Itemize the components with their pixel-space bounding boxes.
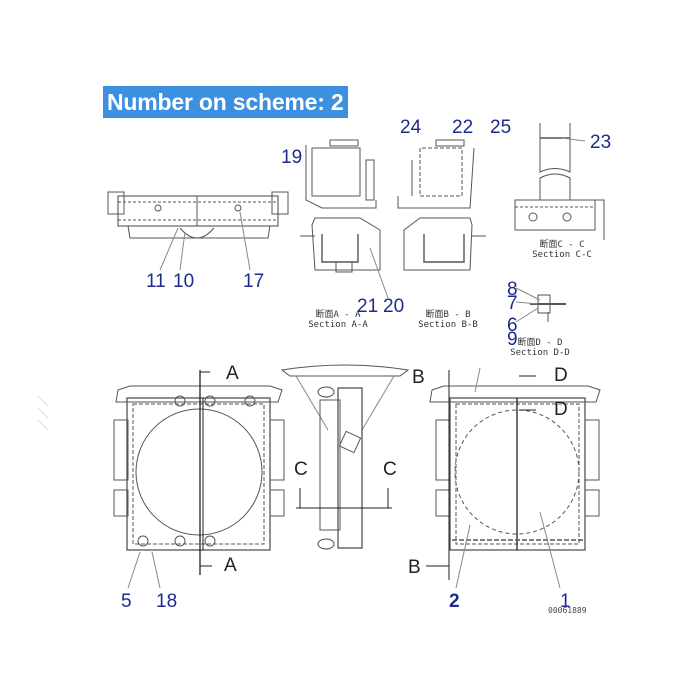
callout-7: 7 xyxy=(507,293,518,314)
marker-a-top: A xyxy=(226,363,239,384)
section-bb-jp: 断面B - B xyxy=(425,310,471,320)
section-aa-bb-drawings xyxy=(300,217,486,299)
section-dd-caption: 断面D - D Section D-D xyxy=(508,338,572,358)
callout-19: 19 xyxy=(281,147,303,168)
front-view-right xyxy=(426,367,601,589)
section-aa-en: Section A-A xyxy=(308,320,368,330)
section-aa-jp: 断面A - A xyxy=(315,310,361,320)
marker-b-bottom: B xyxy=(408,557,421,578)
marker-c-right: C xyxy=(383,459,397,480)
callout-21: 21 xyxy=(357,296,379,317)
callout-6: 6 xyxy=(507,315,518,336)
callout-22: 22 xyxy=(452,117,474,138)
callout-17: 17 xyxy=(243,271,265,292)
callout-9: 9 xyxy=(507,329,518,350)
upper-section-details xyxy=(305,139,475,209)
drawing-code: 00061889 xyxy=(548,606,587,615)
section-cc-en: Section C-C xyxy=(532,250,592,260)
callout-5: 5 xyxy=(121,591,132,612)
callout-25: 25 xyxy=(490,117,512,138)
callout-20: 20 xyxy=(383,296,405,317)
top-view-drawing xyxy=(107,191,289,271)
section-cc-drawing xyxy=(514,123,605,240)
callout-10: 10 xyxy=(173,271,195,292)
callout-8: 8 xyxy=(507,279,518,300)
section-bb-caption: 断面B - B Section B-B xyxy=(418,310,478,330)
section-cc-caption: 断面C - C Section C-C xyxy=(530,240,594,260)
section-dd-en: Section D-D xyxy=(510,348,570,358)
callout-24: 24 xyxy=(400,117,422,138)
callout-23: 23 xyxy=(590,132,612,153)
scheme-number-banner: Number on scheme: 2 xyxy=(103,86,348,118)
side-view-center xyxy=(280,364,410,550)
marker-a-bottom: A xyxy=(224,555,237,576)
marker-d-mid: D xyxy=(554,399,568,420)
callout-2: 2 xyxy=(449,591,460,612)
section-cc-jp: 断面C - C xyxy=(539,240,585,250)
section-aa-caption: 断面A - A Section A-A xyxy=(308,310,368,330)
marker-b-top: B xyxy=(412,367,425,388)
front-view-left xyxy=(113,370,285,589)
faint-edge-marks xyxy=(37,395,49,431)
callout-18: 18 xyxy=(156,591,178,612)
section-bb-en: Section B-B xyxy=(418,320,478,330)
marker-d-top: D xyxy=(554,365,568,386)
section-dd-jp: 断面D - D xyxy=(517,338,563,348)
section-dd-drawing xyxy=(515,287,566,323)
callout-1: 1 xyxy=(560,591,571,612)
callout-11: 11 xyxy=(146,271,166,292)
marker-c-left: C xyxy=(294,459,308,480)
